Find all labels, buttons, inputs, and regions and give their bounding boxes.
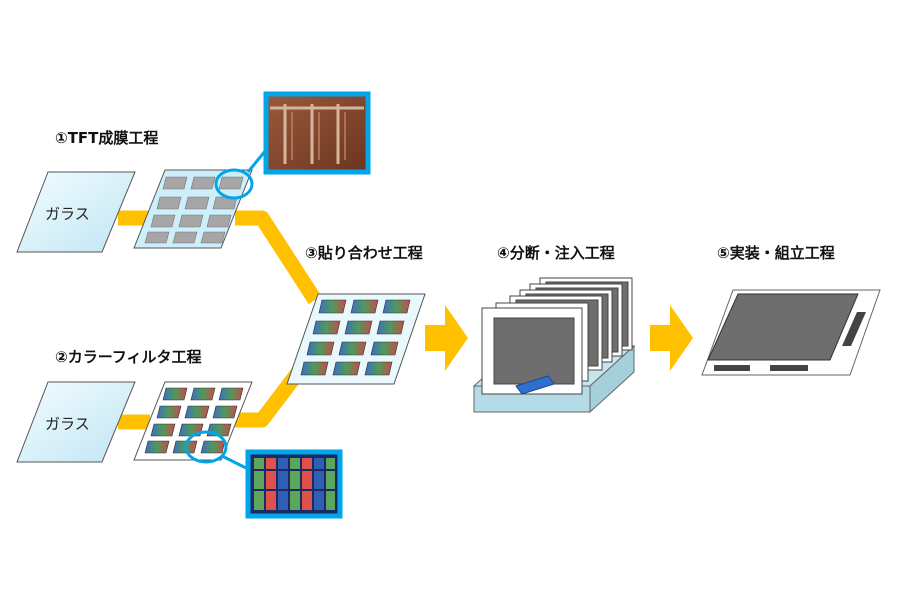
color-filter-callout [184,430,343,519]
arrow-cut-to-assembly [650,305,693,371]
color-filter-substrate [133,381,253,461]
flow-connectors [118,210,693,430]
tft-zoom-image [263,91,371,175]
assembled-module [701,289,881,376]
injection-nozzle [515,375,555,395]
bottom-driver-ic-left [714,365,750,371]
glass-label-bottom: ガラス [45,415,90,433]
tft-microscope-callout [214,91,371,200]
step-label-tft: ①TFT成膜工程 [55,129,158,147]
glass-substrate-top: ガラス [16,171,136,253]
glass-label-top: ガラス [45,205,90,223]
tft-substrate [133,169,253,249]
step-label-cut-inject: ④分断・注入工程 [497,244,615,262]
connector-tft-to-bonding [235,210,322,305]
cut-injection-station [472,277,636,414]
step-label-assembly: ⑤実装・組立工程 [717,244,835,262]
step-label-bonding: ③貼り合わせ工程 [305,244,423,262]
arrow-bonding-to-cut [425,305,468,371]
cf-zoom-circle [184,430,228,464]
bonded-panel [286,293,426,385]
side-driver-ic [842,312,866,346]
assembled-screen [707,293,859,361]
bottom-driver-ic-right [770,365,808,371]
connector-cf-to-bonding [235,365,306,428]
step-label-color-filter: ②カラーフィルタ工程 [55,348,202,366]
tft-zoom-circle [214,168,254,200]
glass-substrate-bottom: ガラス [16,381,136,463]
